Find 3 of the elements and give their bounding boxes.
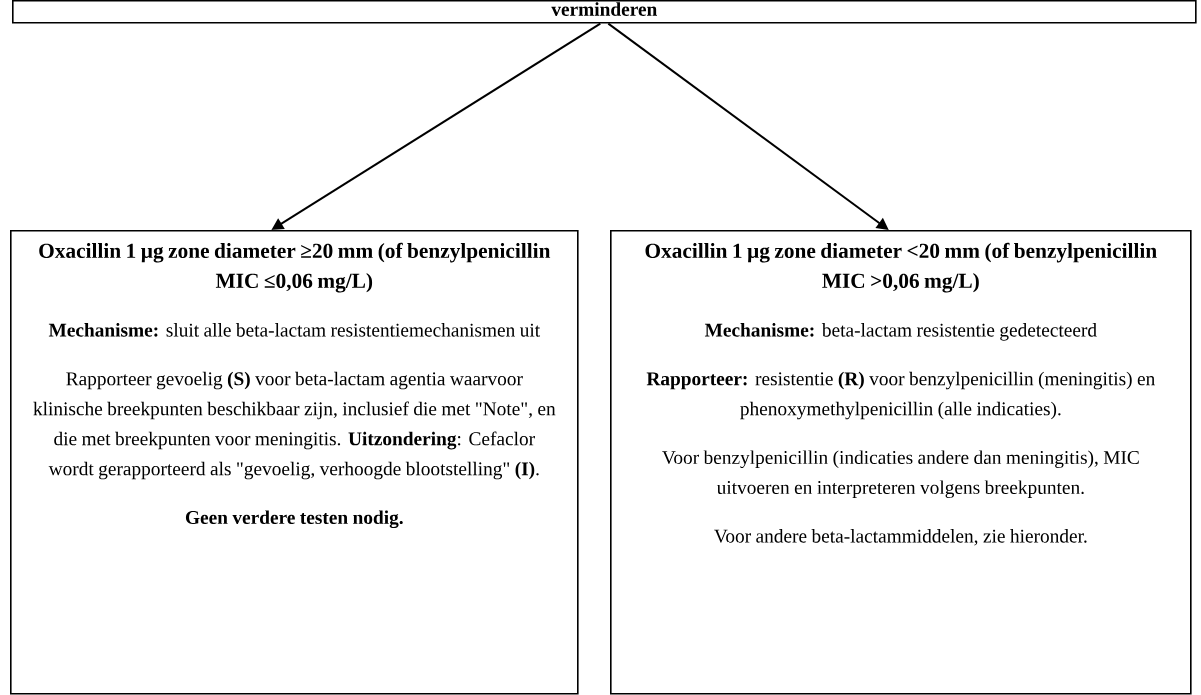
header-box: verminderen	[12, 0, 1197, 24]
result-box: Oxacillin 1 µg zone diameter <20 mm (of benzylpenicillin MIC >0,06 mg/L) Mechanisme: beta-lactam resistentie gedetecteerd Rapporteer: resistentie (R) voor benzylpenicillin (meningitis) en phenoxymethylpenicillin (alle indicaties). Voor benzylpenicillin (indicaties andere dan meningitis), MIC uitvoeren en interpreteren volgens breekpunten. Voor andere beta-lactammiddelen, zie hieronder.	[610, 230, 1192, 695]
result-box: Oxacillin 1 µg zone diameter ≥20 mm (of benzylpenicillin MIC ≤0,06 mg/L) Mechanisme: sluit alle beta-lactam resistentiemechanismen uit Rapporteer gevoelig (S) voor beta-lactam agentia waarvoor klinische breekpunten beschikbaar zijn, inclusief die met "Note", en die met breekpunten voor meningitis. Uitzondering: Cefaclor wordt gerapporteerd als "gevoelig, verhoogde blootstelling" (I). Geen verdere testen nodig.	[10, 230, 579, 695]
